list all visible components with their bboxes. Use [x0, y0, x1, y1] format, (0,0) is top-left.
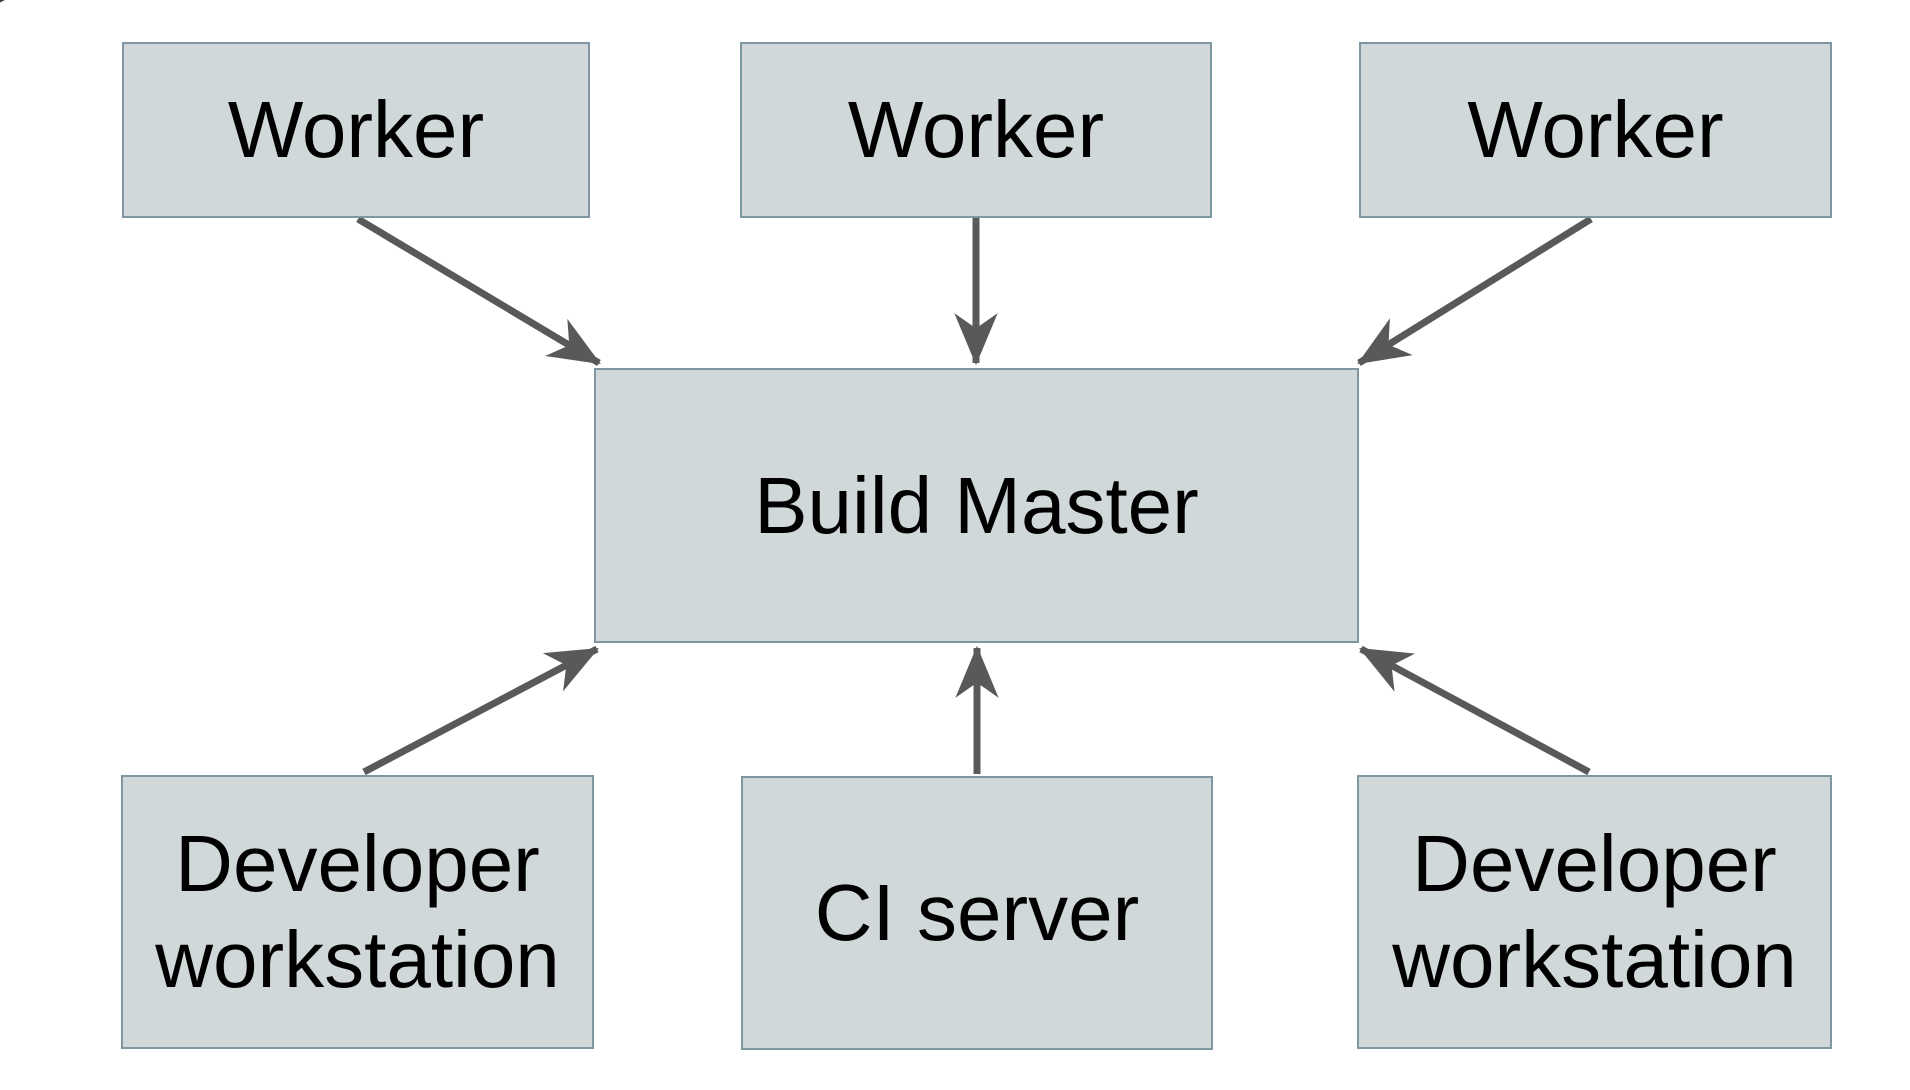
arrow-devleft-to-buildmaster	[362, 645, 599, 776]
node-developer-workstation-right: Developer workstation	[1357, 775, 1832, 1049]
cropped-shape-artifact	[0, 0, 25, 23]
arrow-worker3-to-buildmaster	[1357, 216, 1593, 366]
node-worker-3-label: Worker	[1467, 85, 1724, 174]
node-build-master: Build Master	[594, 368, 1359, 643]
node-developer-workstation-left: Developer workstation	[121, 775, 594, 1049]
node-ci-server: CI server	[741, 776, 1213, 1050]
node-build-master-label: Build Master	[754, 460, 1199, 550]
node-worker-2: Worker	[740, 42, 1212, 218]
node-developer-workstation-left-label: Developer workstation	[155, 819, 560, 1004]
node-worker-3: Worker	[1359, 42, 1832, 218]
arrow-devright-to-buildmaster	[1359, 645, 1591, 776]
arrow-worker1-to-buildmaster	[356, 215, 601, 367]
node-worker-1-label: Worker	[227, 85, 485, 174]
node-worker-1: Worker	[122, 42, 590, 218]
node-developer-workstation-right-label: Developer workstation	[1392, 819, 1797, 1004]
node-worker-2-label: Worker	[847, 85, 1105, 174]
node-ci-server-label: CI server	[814, 868, 1140, 957]
